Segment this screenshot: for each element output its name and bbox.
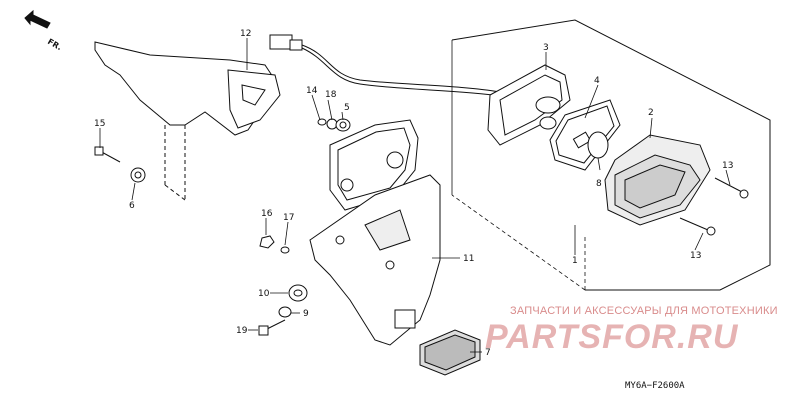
part-label-8: 8: [596, 179, 602, 189]
part-label-9: 9: [303, 309, 309, 319]
part-label-5: 5: [344, 103, 350, 113]
washer-17: [280, 246, 290, 254]
assembly-outline: [451, 19, 771, 291]
grommet-6: [130, 167, 146, 183]
taillight-lens: [604, 134, 711, 226]
part-label-18: 18: [325, 90, 337, 100]
collar-9: [278, 306, 292, 318]
license-plate-bracket: [309, 174, 441, 346]
part-label-19: 19: [236, 326, 248, 336]
bolt-15: [94, 146, 121, 163]
part-label-1: 1: [572, 256, 578, 266]
part-label-15: 15: [94, 119, 105, 129]
part-label-3: 3: [543, 43, 549, 53]
nut-16: [259, 235, 275, 249]
front-direction-label: FR.: [46, 37, 63, 52]
washer-14: [317, 118, 327, 126]
part-label-7: 7: [485, 348, 491, 358]
lens-screw: [679, 177, 749, 236]
front-direction-arrow-icon: [24, 9, 51, 29]
bolt-19: [258, 319, 286, 336]
rear-fender-bracket: [94, 41, 281, 201]
nut-18: [326, 118, 338, 130]
part-label-13-upper: 13: [722, 161, 733, 171]
taillight-base-housing: [487, 64, 571, 146]
part-label-2: 2: [648, 108, 654, 118]
collar-5: [335, 118, 351, 132]
part-label-13-lower: 13: [690, 251, 701, 261]
part-label-6: 6: [129, 201, 135, 211]
part-label-16: 16: [261, 209, 273, 219]
part-label-17: 17: [283, 213, 294, 223]
part-label-14: 14: [306, 86, 318, 96]
rear-reflector: [419, 329, 481, 376]
part-label-4: 4: [594, 76, 600, 86]
part-label-10: 10: [258, 289, 270, 299]
wire-harness: [269, 34, 501, 97]
part-label-11: 11: [463, 254, 474, 264]
watermark-logo: PARTSFOR.RU: [485, 318, 739, 356]
watermark-tagline: ЗАПЧАСТИ И АКСЕССУАРЫ ДЛЯ МОТОТЕХНИКИ: [510, 305, 778, 317]
diagram-code: MY6A−F2600A: [625, 381, 685, 391]
grommet-10: [288, 284, 308, 302]
part-label-12: 12: [240, 29, 251, 39]
